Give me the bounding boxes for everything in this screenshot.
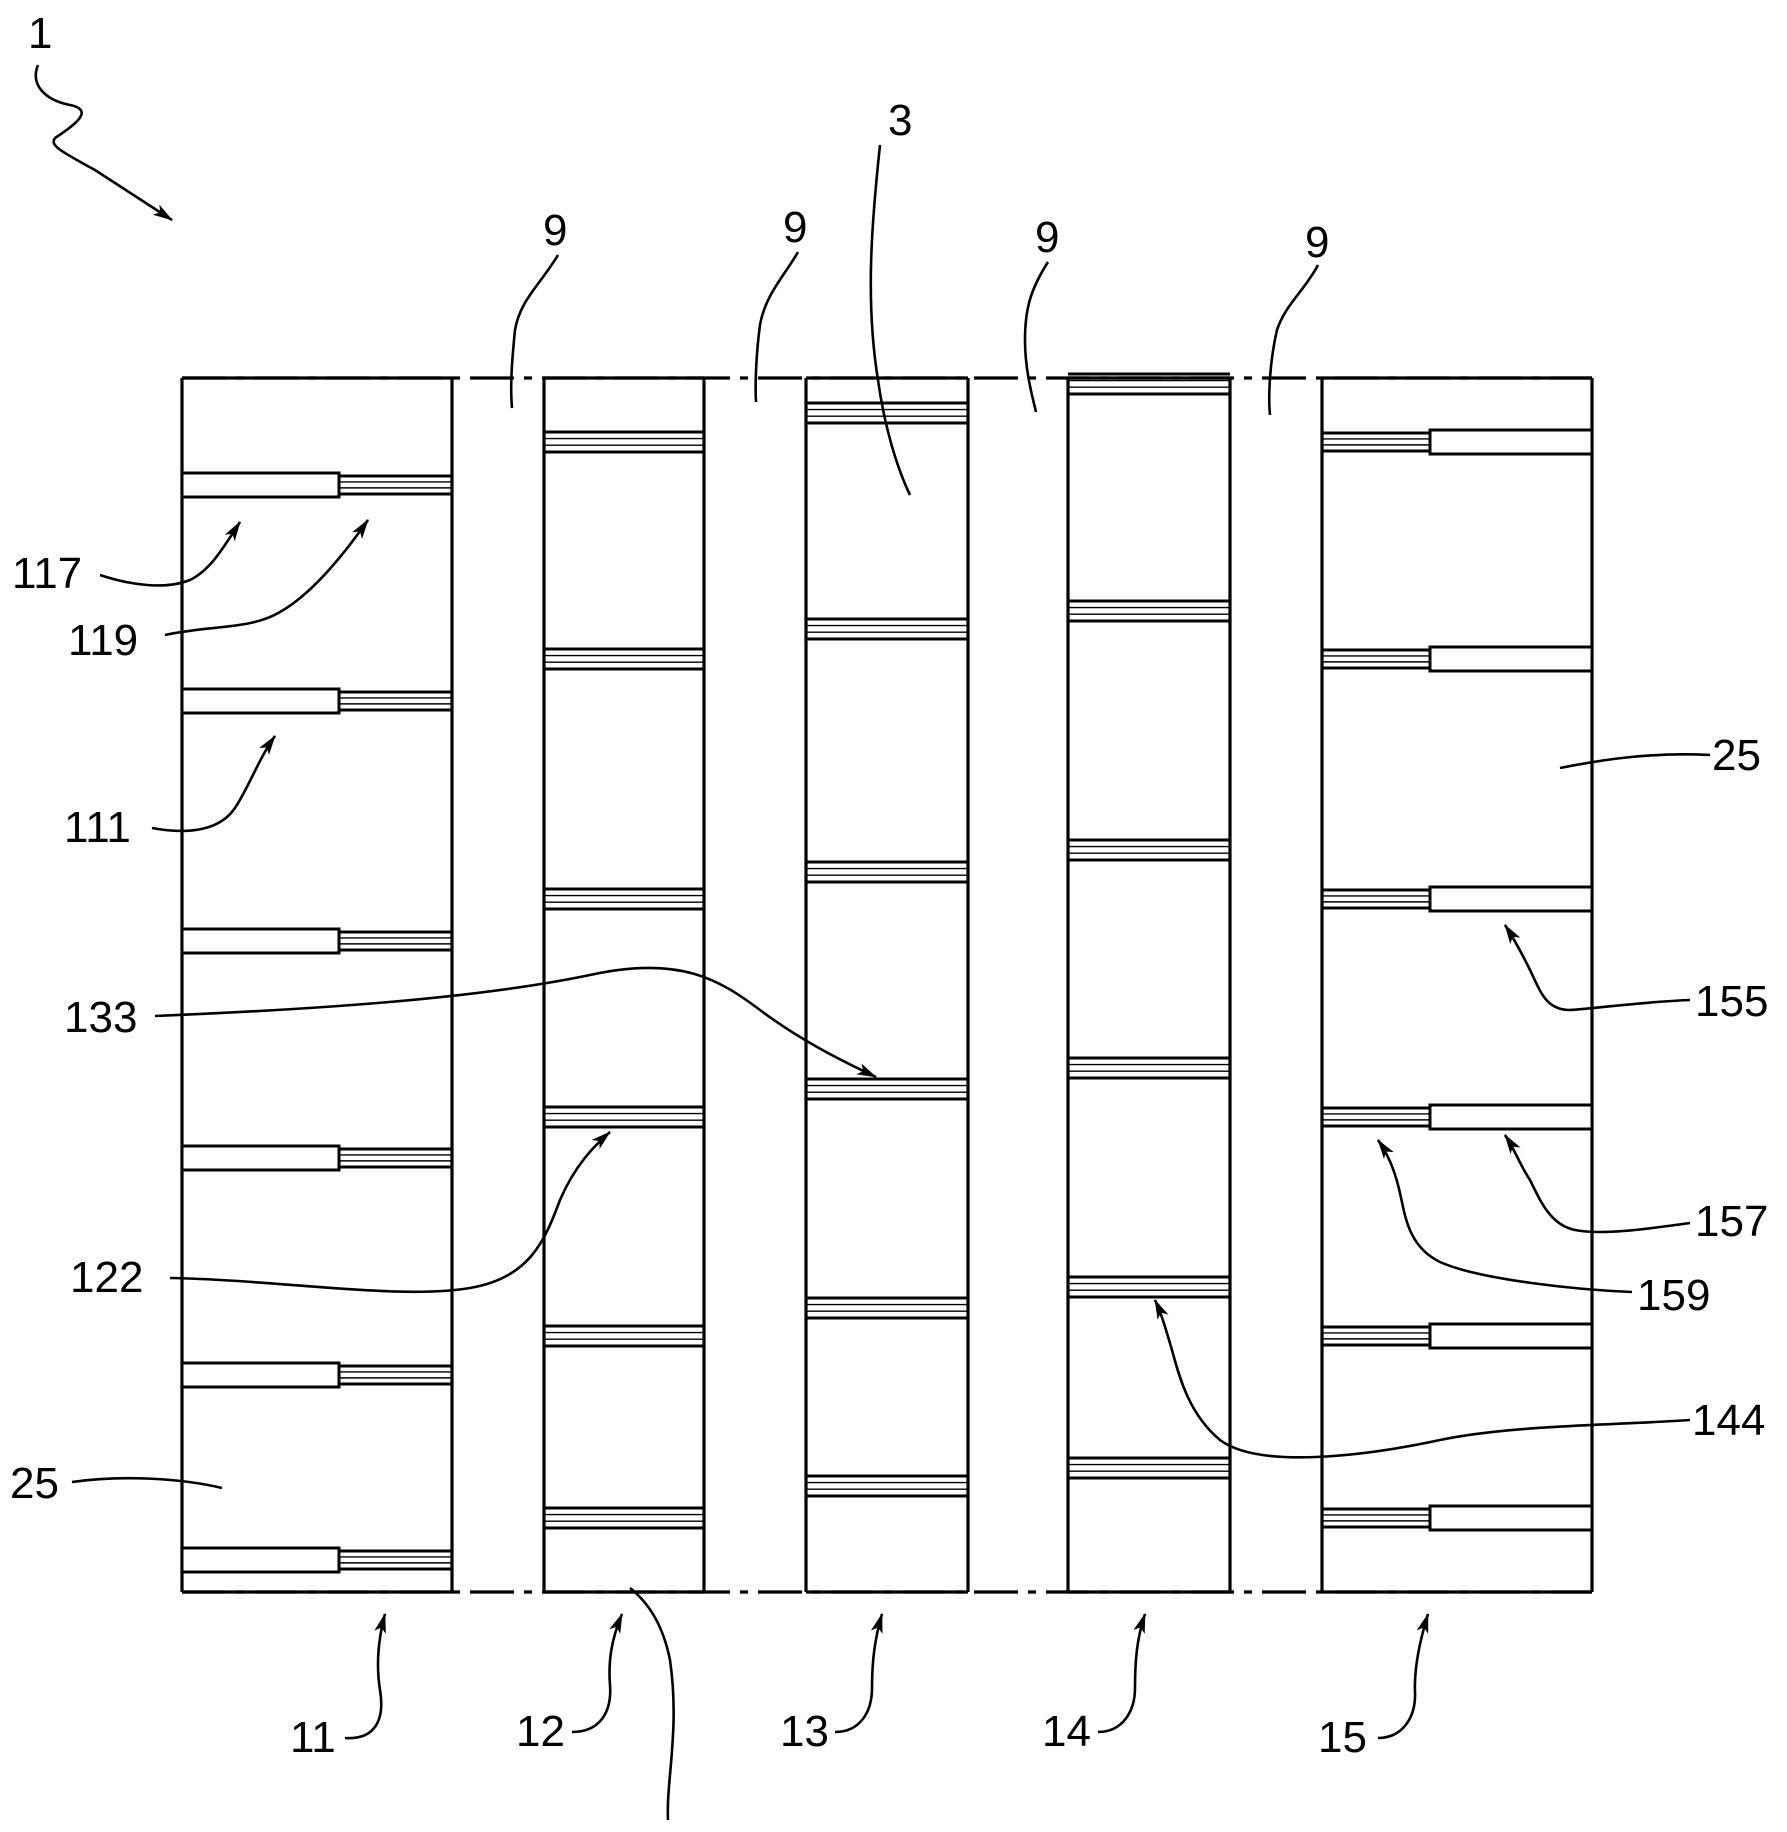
label-122: 122	[70, 1253, 143, 1302]
label-gap-2: 9	[783, 203, 807, 252]
label-gap-4: 9	[1305, 218, 1329, 267]
bar-segment-117	[180, 1144, 341, 1172]
label-col-13: 13	[780, 1707, 829, 1756]
bar-segment-155	[1428, 885, 1594, 913]
label-155: 155	[1695, 977, 1768, 1026]
bar-segment-117	[180, 1361, 341, 1389]
bar-segment-155	[1428, 1504, 1594, 1532]
label-144: 144	[1692, 1396, 1765, 1445]
bar-segment-117	[180, 687, 341, 715]
label-col-15: 15	[1318, 1713, 1367, 1762]
bar-segment-117	[180, 1546, 341, 1574]
label-col-14: 14	[1042, 1707, 1091, 1756]
label-gap-1: 9	[543, 206, 567, 255]
label-157: 157	[1695, 1197, 1768, 1246]
label-25-bottom: 25	[636, 1827, 685, 1832]
column-walls	[180, 378, 1594, 1592]
label-col-12: 12	[516, 1707, 565, 1756]
label-111: 111	[64, 803, 131, 852]
label-159: 159	[1637, 1271, 1710, 1320]
bar-segment-155	[1428, 428, 1594, 456]
label-25-left: 25	[10, 1459, 59, 1508]
label-center: 3	[888, 96, 912, 145]
bar-segment-117	[180, 471, 341, 499]
label-25-right: 25	[1712, 731, 1761, 780]
outer-frame	[182, 376, 1592, 1594]
label-device: 1	[28, 9, 52, 58]
label-133: 133	[64, 993, 137, 1042]
bar-segment-155	[1428, 1322, 1594, 1350]
bar-segment-117	[180, 927, 341, 955]
leader-lines	[34, 64, 1711, 1821]
column-strips	[180, 372, 1594, 1574]
label-117: 117	[12, 549, 82, 598]
label-col-11: 11	[290, 1713, 336, 1762]
reference-labels: 1 3 9 9 9 9 117 119 111 133 122 25 25 25…	[10, 9, 1768, 1832]
label-119: 119	[68, 616, 138, 665]
bar-segment-155	[1428, 645, 1594, 673]
label-gap-3: 9	[1035, 213, 1059, 262]
bar-segment-155	[1428, 1103, 1594, 1131]
